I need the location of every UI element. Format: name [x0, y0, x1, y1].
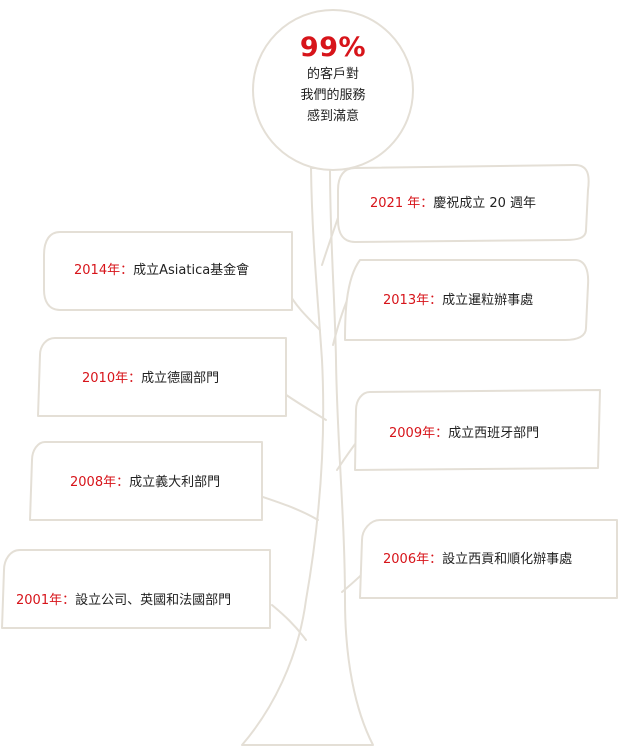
- satisfaction-line-2: 我們的服務: [300, 88, 366, 103]
- milestone-year: 2021 年: [370, 196, 421, 211]
- milestone-year: 2006年: [383, 552, 430, 567]
- milestone-year: 2013年: [383, 293, 430, 308]
- milestone-colon: ：: [429, 293, 443, 308]
- milestone-2009: 2009年：成立西班牙部門: [389, 425, 539, 443]
- satisfaction-line-3: 感到滿意: [306, 109, 359, 124]
- branch-2001: [271, 604, 307, 641]
- satisfaction-line-1: 的客戶對: [306, 67, 359, 82]
- leaf-2008: [29, 441, 263, 521]
- milestone-year: 2009年: [389, 426, 436, 441]
- milestone-2006: 2006年：設立西貢和順化辦事處: [383, 551, 572, 569]
- milestone-text: 成立義大利部門: [129, 475, 221, 490]
- milestone-2013: 2013年：成立暹粒辦事處: [383, 292, 533, 310]
- leaf-2010: [37, 337, 287, 417]
- milestone-text: 設立西貢和順化辦事處: [442, 552, 573, 567]
- milestone-colon: ：: [429, 552, 443, 567]
- milestone-2008: 2008年：成立義大利部門: [70, 474, 220, 492]
- milestone-year: 2010年: [82, 371, 129, 386]
- milestone-2001: 2001年：設立公司、英國和法國部門: [16, 592, 231, 610]
- leaf-2006: [359, 519, 618, 599]
- milestone-colon: ：: [62, 593, 76, 608]
- top-circle: [252, 9, 414, 171]
- milestone-2021: 2021 年：慶祝成立 20 週年: [370, 195, 536, 213]
- leaf-2009: [354, 389, 601, 471]
- milestone-year: 2008年: [70, 475, 117, 490]
- milestone-text: 成立西班牙部門: [448, 426, 540, 441]
- milestone-text: 成立Asiatica基金會: [133, 263, 250, 278]
- milestone-year: 2014年: [74, 263, 121, 278]
- leaf-2021: [337, 164, 590, 243]
- milestone-text: 慶祝成立 20 週年: [433, 196, 537, 211]
- milestone-2010: 2010年：成立德國部門: [82, 370, 219, 388]
- milestone-year: 2001年: [16, 593, 63, 608]
- milestone-colon: ：: [116, 475, 130, 490]
- milestone-colon: ：: [435, 426, 449, 441]
- satisfaction-percent: 99%: [299, 32, 367, 63]
- satisfaction-badge: 99% 的客戶對 我們的服務 感到滿意: [258, 32, 408, 127]
- milestone-2014: 2014年：成立Asiatica基金會: [74, 262, 249, 280]
- milestone-text: 成立暹粒辦事處: [442, 293, 534, 308]
- milestone-text: 設立公司、英國和法國部門: [75, 593, 232, 608]
- branch-2010: [281, 391, 327, 421]
- leaf-2001: [1, 549, 271, 629]
- tree-trunk: [241, 167, 374, 746]
- milestone-text: 成立德國部門: [141, 371, 220, 386]
- leaf-2013: [344, 259, 590, 341]
- milestone-colon: ：: [120, 263, 134, 278]
- leaf-2014: [43, 231, 293, 311]
- milestone-colon: ：: [128, 371, 142, 386]
- milestone-colon: ：: [420, 196, 434, 211]
